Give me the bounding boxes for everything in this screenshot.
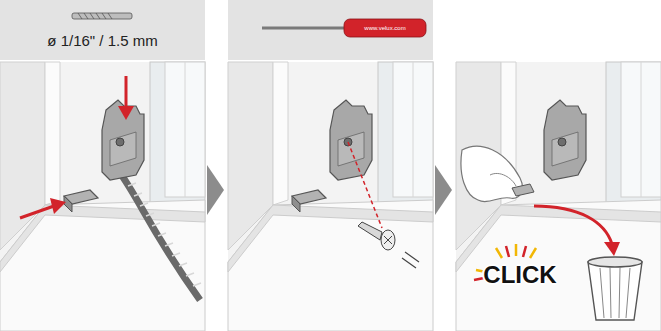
- trash-can: [588, 262, 642, 320]
- drill-flutes: [78, 13, 112, 19]
- bracket: [102, 100, 144, 180]
- screwdriver-shaft: [262, 27, 346, 30]
- bracket: [544, 100, 586, 180]
- hand: [461, 146, 522, 201]
- click-text: CLICK: [470, 262, 570, 288]
- trash-rim: [588, 257, 642, 267]
- bracket: [330, 100, 372, 180]
- discard-arrowhead: [604, 242, 620, 256]
- screwdriver-tip: [402, 252, 419, 268]
- scene-3: [456, 62, 661, 331]
- red-arrowhead: [118, 106, 134, 120]
- bracket-tab: [292, 190, 326, 212]
- screw-path: [348, 142, 382, 228]
- scene-1: [0, 62, 205, 331]
- red-arrow: [125, 76, 128, 110]
- removed-tab: [512, 184, 534, 196]
- red-arrowhead: [50, 198, 66, 214]
- trash-ribs: [600, 268, 630, 318]
- scene-2: [228, 62, 433, 331]
- header-band: [0, 0, 205, 60]
- drill-bit-icon: [72, 13, 132, 19]
- step-chevron: [435, 165, 452, 215]
- screwdriver-handle: [344, 19, 426, 37]
- drill-size-label: ø 1/16" / 1.5 mm: [0, 33, 205, 50]
- red-arrow: [20, 206, 54, 218]
- finger: [490, 173, 516, 186]
- discard-arrow: [534, 206, 612, 244]
- screw-thread: [358, 222, 382, 240]
- bracket-tab: [64, 190, 98, 212]
- handle-text: www.velux.com: [350, 25, 420, 32]
- header-band: [228, 0, 433, 60]
- screw-slot: [384, 236, 392, 244]
- drill-twist: [122, 173, 201, 286]
- drill-bit: [118, 170, 200, 300]
- screw-head: [381, 230, 395, 250]
- step-chevron: [207, 165, 224, 215]
